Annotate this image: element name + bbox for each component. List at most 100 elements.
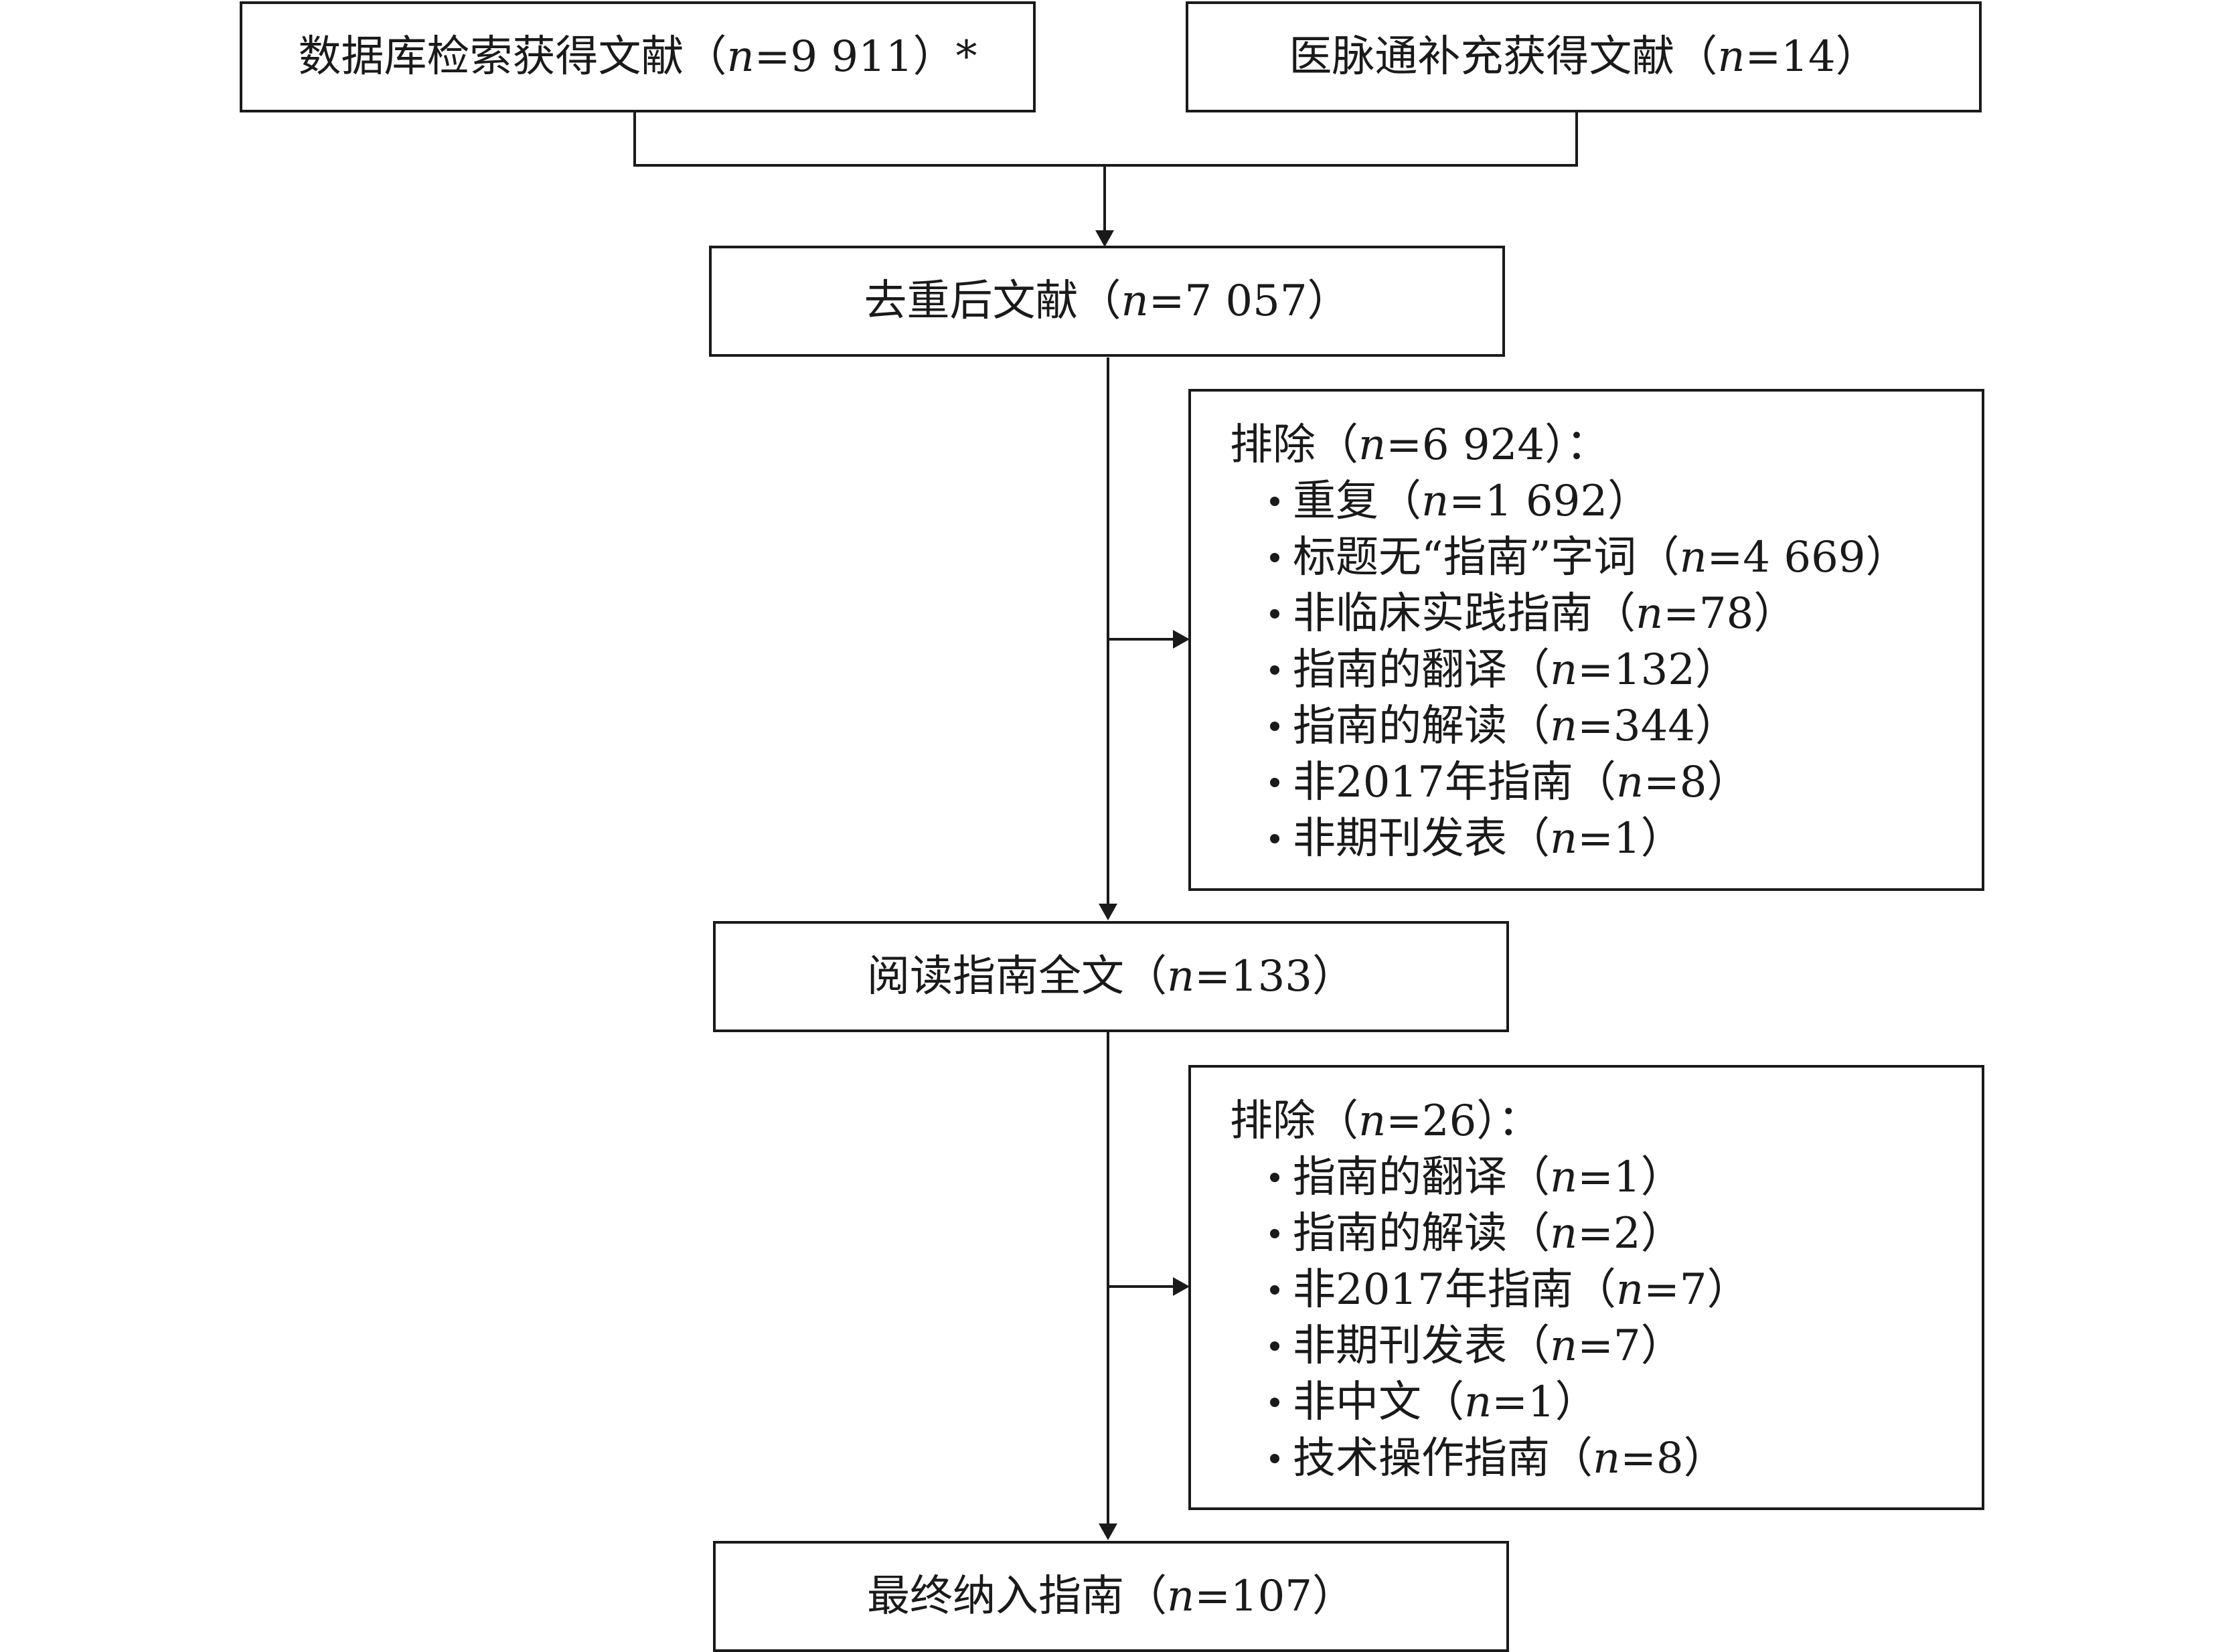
exclusion-item-value: =1 [1577, 1153, 1641, 1202]
bullet-icon [1270, 1398, 1279, 1407]
arrowhead-to-fulltext [1099, 904, 1117, 920]
exclusion-item-n: n [1550, 645, 1578, 695]
exclusion-item-value: =8 [1620, 1434, 1684, 1483]
exclusion-item-n: n [1464, 1378, 1492, 1427]
exclusion-item-n: n [1550, 1153, 1578, 1202]
exclusion-item: 非期刊发表（n=7） [1270, 1318, 1982, 1374]
bullet-icon [1270, 1173, 1279, 1182]
exclusion-item-label: 技术操作指南 [1293, 1434, 1550, 1483]
bullet-icon [1270, 553, 1279, 562]
arrowhead-to-exclusion1 [1173, 630, 1190, 649]
exclusion-item-close: ） [1707, 1265, 1750, 1315]
bullet-icon [1270, 1285, 1279, 1295]
exclusion-item-label: 非期刊发表 [1293, 814, 1507, 863]
exclusion-item-close: ） [1695, 645, 1738, 695]
exclusion-item-open: （ [1507, 645, 1550, 695]
exclusion-item-close: ） [1683, 1434, 1727, 1483]
exclusion-item: 重复（n=1 692） [1270, 473, 1982, 529]
exclusion-item-open: （ [1507, 1153, 1550, 1202]
exclusion-item-label: 非期刊发表 [1293, 1321, 1507, 1371]
arrowhead-to-dedup [1095, 230, 1114, 247]
exclusion-item-open: （ [1378, 477, 1421, 526]
exclusion-item: 非2017年指南（n=7） [1270, 1262, 1982, 1318]
fulltext-text: 阅读指南全文（n=133） [867, 952, 1355, 1001]
exclusion-item-close: ） [1640, 1209, 1684, 1258]
exclusion-item-open: （ [1636, 533, 1680, 582]
bullet-icon [1270, 1341, 1279, 1351]
exclusion-item-value: =8 [1644, 758, 1707, 807]
exclusion-1-list: 重复（n=1 692）标题无“指南”字词（n=4 669）非临床实践指南（n=7… [1230, 473, 1982, 867]
bullet-icon [1270, 665, 1279, 675]
exclusion-item-label: 非2017年指南 [1293, 1265, 1573, 1315]
exclusion-item-value: =2 [1577, 1209, 1641, 1258]
exclusion-item-open: （ [1507, 814, 1550, 863]
exclusion-item-value: =1 [1492, 1378, 1555, 1427]
exclusion-item-n: n [1636, 589, 1664, 639]
exclusion-item: 指南的翻译（n=132） [1270, 642, 1982, 698]
exclusion-item-label: 非中文 [1293, 1378, 1421, 1427]
exclusion-item-value: =7 [1644, 1265, 1707, 1315]
exclusion-item-value: =1 [1577, 814, 1641, 863]
exclusion-item: 非中文（n=1） [1270, 1374, 1982, 1430]
exclusion-item-close: ） [1640, 814, 1684, 863]
exclusion-item-value: =132 [1577, 645, 1695, 695]
dedup-text: 去重后文献（n=7 057） [864, 276, 1350, 326]
exclusion-item-value: =4 669 [1707, 533, 1866, 582]
exclusion-item-open: （ [1573, 758, 1616, 807]
exclusion-item: 技术操作指南（n=8） [1270, 1430, 1982, 1487]
exclusion-item-label: 指南的解读 [1293, 701, 1507, 751]
exclusion-item: 指南的翻译（n=1） [1270, 1149, 1982, 1206]
exclusion-item-open: （ [1550, 1434, 1593, 1483]
exclusion-item-close: ） [1607, 477, 1651, 526]
exclusion-item-n: n [1593, 1434, 1621, 1483]
supplement-box: 医脉通补充获得文献（n=14） [1186, 1, 1982, 112]
bullet-icon [1270, 497, 1279, 506]
exclusion-item: 非2017年指南（n=8） [1270, 754, 1982, 811]
bullet-icon [1270, 1454, 1279, 1463]
exclusion-item-n: n [1550, 1321, 1578, 1371]
exclusion-item-open: （ [1507, 1321, 1550, 1371]
exclusion-item-label: 指南的翻译 [1293, 645, 1507, 695]
exclusion-2-list: 指南的翻译（n=1）指南的解读（n=2）非2017年指南（n=7）非期刊发表（n… [1230, 1149, 1982, 1487]
exclusion-2-heading: 排除（n=26）： [1230, 1096, 1541, 1146]
exclusion-box-1: 排除（n=6 924）： 重复（n=1 692）标题无“指南”字词（n=4 66… [1188, 389, 1984, 891]
exclusion-1-heading: 排除（n=6 924）： [1230, 420, 1609, 470]
exclusion-item-close: ） [1640, 1153, 1684, 1202]
exclusion-item-n: n [1550, 1209, 1578, 1258]
exclusion-item-value: =344 [1577, 701, 1695, 751]
exclusion-item-open: （ [1573, 1265, 1616, 1315]
exclusion-item: 指南的解读（n=2） [1270, 1206, 1982, 1262]
exclusion-item-close: ） [1695, 701, 1738, 751]
exclusion-item: 指南的解读（n=344） [1270, 698, 1982, 754]
bullet-icon [1270, 609, 1279, 618]
exclusion-item-label: 非2017年指南 [1293, 758, 1573, 807]
exclusion-item-open: （ [1507, 1209, 1550, 1258]
exclusion-item: 标题无“指南”字词（n=4 669） [1270, 529, 1982, 586]
bullet-icon [1270, 722, 1279, 731]
bullet-icon [1270, 778, 1279, 787]
exclusion-item-close: ） [1753, 589, 1797, 639]
exclusion-item-label: 指南的解读 [1293, 1209, 1507, 1258]
exclusion-item-value: =7 [1577, 1321, 1641, 1371]
final-box: 最终纳入指南（n=107） [713, 1541, 1509, 1652]
dedup-box: 去重后文献（n=7 057） [709, 246, 1505, 357]
bullet-icon [1270, 834, 1279, 843]
database-search-text: 数据库检索获得文献（n=9 911）* [298, 32, 977, 82]
final-text: 最终纳入指南（n=107） [867, 1572, 1355, 1621]
exclusion-item-label: 非临床实践指南 [1293, 589, 1593, 639]
exclusion-item: 非临床实践指南（n=78） [1270, 586, 1982, 642]
supplement-text: 医脉通补充获得文献（n=14） [1289, 32, 1879, 82]
exclusion-item-close: ） [1865, 533, 1909, 582]
exclusion-item-label: 指南的翻译 [1293, 1153, 1507, 1202]
fulltext-box: 阅读指南全文（n=133） [713, 921, 1509, 1032]
exclusion-item-n: n [1550, 814, 1578, 863]
exclusion-item-open: （ [1421, 1378, 1464, 1427]
exclusion-item-label: 重复 [1293, 477, 1378, 526]
exclusion-item-close: ） [1707, 758, 1750, 807]
exclusion-item-n: n [1615, 758, 1644, 807]
exclusion-item-n: n [1615, 1265, 1644, 1315]
database-search-box: 数据库检索获得文献（n=9 911）* [240, 1, 1036, 112]
exclusion-item-value: =78 [1663, 589, 1754, 639]
exclusion-item-n: n [1421, 477, 1449, 526]
